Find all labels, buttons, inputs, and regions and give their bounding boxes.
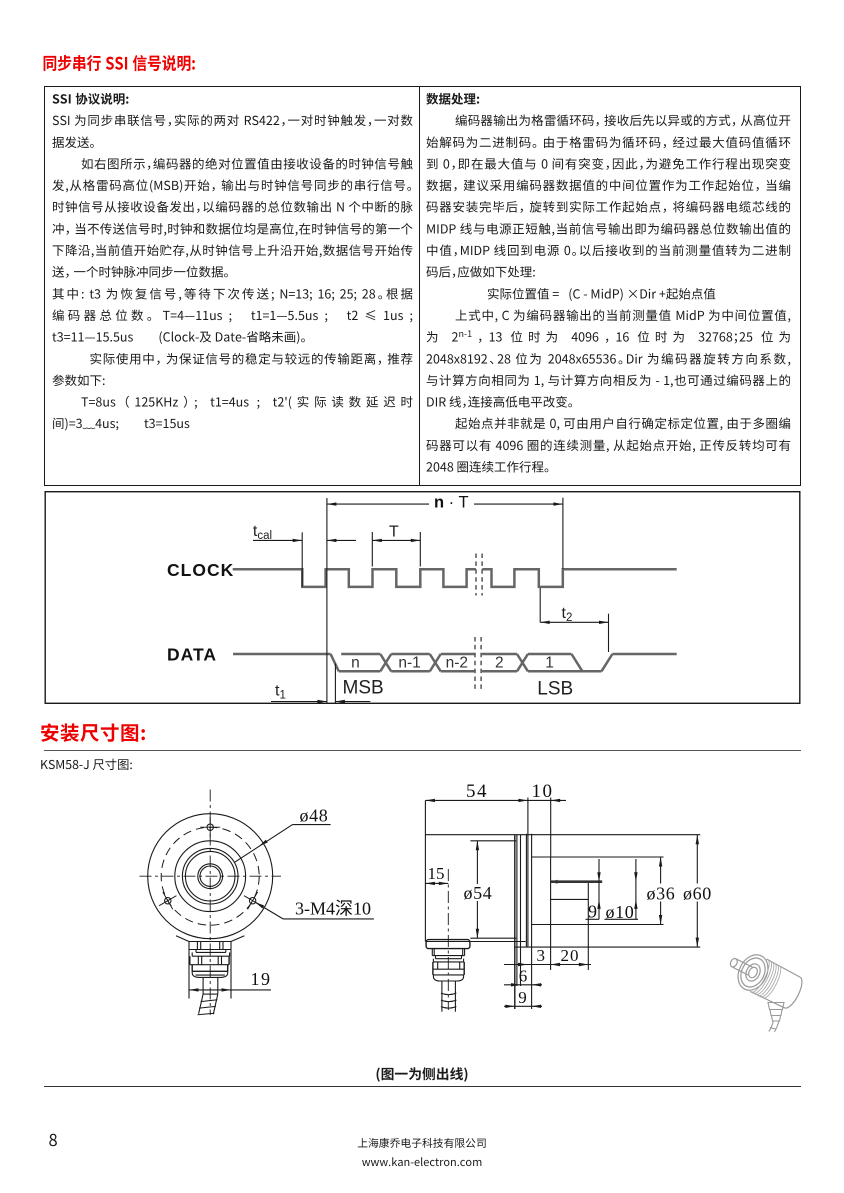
svg-text:9: 9	[518, 988, 527, 1007]
svg-text:n-1: n-1	[398, 655, 420, 672]
svg-text:9: 9	[588, 901, 597, 921]
svg-text:tcal: tcal	[253, 523, 272, 542]
svg-text:6: 6	[519, 966, 528, 985]
svg-text:t2: t2	[562, 605, 573, 624]
svg-text:15: 15	[428, 864, 445, 883]
svg-text:ø60: ø60	[683, 883, 712, 903]
svg-text:ø48: ø48	[300, 806, 329, 826]
svg-text:n · T: n · T	[434, 494, 469, 512]
svg-text:DATA: DATA	[167, 644, 217, 664]
svg-text:CLOCK: CLOCK	[167, 560, 234, 580]
svg-text:20: 20	[561, 946, 580, 965]
svg-text:LSB: LSB	[537, 678, 573, 699]
svg-text:ø10: ø10	[606, 902, 635, 922]
svg-text:10: 10	[532, 781, 554, 802]
svg-text:n: n	[351, 655, 360, 672]
svg-text:ø54: ø54	[464, 883, 493, 903]
svg-text:t1: t1	[275, 682, 286, 701]
svg-text:19: 19	[251, 969, 272, 989]
svg-text:MSB: MSB	[343, 677, 384, 698]
svg-text:ø36: ø36	[647, 883, 676, 903]
svg-text:3: 3	[537, 946, 546, 965]
svg-text:3-M4深10: 3-M4深10	[295, 895, 371, 921]
svg-text:54: 54	[466, 781, 488, 802]
svg-text:n-2: n-2	[446, 655, 468, 672]
svg-text:2: 2	[495, 655, 504, 672]
svg-text:T: T	[389, 523, 399, 540]
svg-text:1: 1	[545, 655, 554, 672]
